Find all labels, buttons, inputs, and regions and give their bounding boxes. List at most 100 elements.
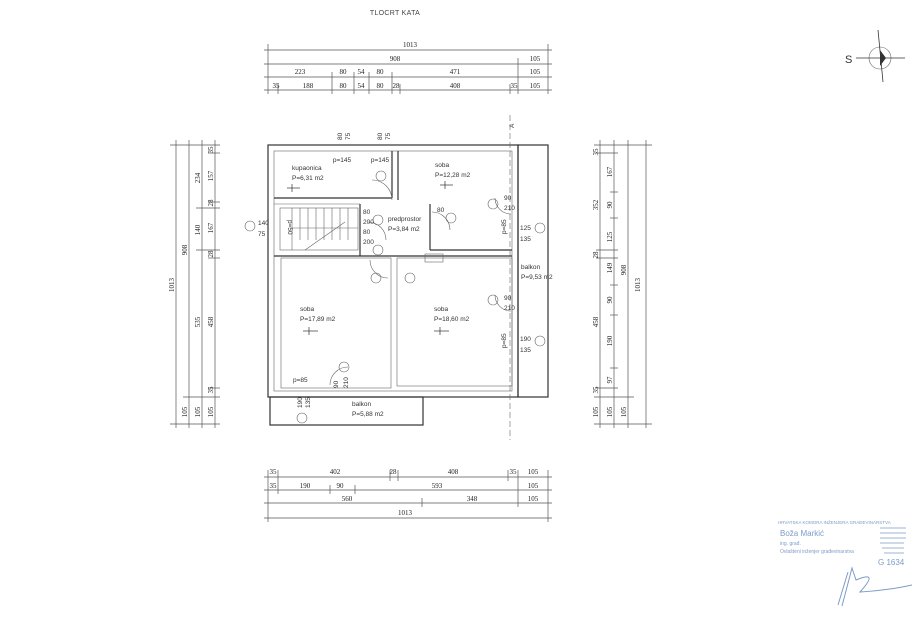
top-dimensions: 1013 908 105 223 80 54 80 471 105 35 188…: [264, 41, 552, 94]
door-label: 200: [363, 219, 374, 226]
bottom-dimensions: 35 402 28 408 35 105 35 190 90 593 105 5…: [264, 468, 552, 522]
dim-label: 140: [194, 224, 202, 235]
dim-label: 190: [300, 482, 311, 490]
right-dimensions: 35 352 28 458 35 105 167 90 125 149 90 1…: [592, 140, 652, 428]
dim-label: 90: [606, 296, 614, 304]
dim-label: 35: [510, 468, 518, 476]
dim-label: 90: [337, 482, 345, 490]
staircase: [279, 207, 359, 251]
dim-label: 908: [181, 244, 189, 255]
signature: [837, 566, 913, 607]
room-name: kupaonica: [292, 165, 322, 172]
drawing-title: TLOCRT KATA: [370, 10, 420, 17]
dim-label: 35: [270, 482, 278, 490]
window-label: 75: [345, 132, 352, 140]
window-label: p=85: [293, 377, 308, 384]
dim-label: 90: [606, 201, 614, 209]
dim-label: 80: [340, 68, 348, 76]
door-label: 80: [437, 207, 445, 214]
window-label: 190: [520, 336, 531, 343]
level-marker-icon: [287, 181, 453, 335]
window-label: 80: [337, 132, 344, 140]
dim-label: 54: [358, 68, 366, 76]
room-area: P=9,53 m2: [521, 274, 553, 281]
dim-label: 105: [592, 406, 600, 417]
dim-label: 167: [207, 222, 215, 233]
dim-label: 105: [606, 406, 614, 417]
dim-label: 28: [207, 250, 215, 258]
dim-label: 105: [530, 82, 541, 90]
dim-label: 80: [377, 68, 385, 76]
window-label: 135: [520, 236, 531, 243]
dim-label: 105: [194, 406, 202, 417]
room-name: soba: [435, 162, 449, 169]
dim-label: 188: [303, 82, 314, 90]
dim-label: 105: [530, 68, 541, 76]
dim-label: 35: [592, 386, 600, 394]
room-name: soba: [434, 306, 448, 313]
engineer-stamp: HRVATSKA KOMORA INŽENJERA GRAĐEVINARSTVA…: [778, 518, 913, 607]
dim-label: 352: [592, 199, 600, 210]
room-name: balkon: [521, 264, 541, 271]
section-marker: A: [509, 123, 516, 128]
dim-label: 535: [194, 316, 202, 327]
dim-label: 190: [606, 335, 614, 346]
door-label: 200: [363, 239, 374, 246]
dim-label: 80: [340, 82, 348, 90]
stamp-number: G 1634: [878, 558, 905, 567]
door-label: 80: [363, 209, 371, 216]
dim-label: 28: [393, 82, 401, 90]
stamp-header: HRVATSKA KOMORA INŽENJERA GRAĐEVINARSTVA: [778, 518, 891, 525]
dim-label: 458: [207, 316, 215, 327]
dim-label: 408: [450, 82, 461, 90]
room-area: P=5,88 m2: [352, 411, 384, 418]
window-label: 135: [520, 347, 531, 354]
dim-label: 97: [606, 376, 614, 384]
dim-label: 1013: [168, 278, 176, 293]
opening-labels: p=145 p=145 80 75 80 75 140 75 p=50 80 2…: [258, 123, 531, 408]
dim-label: 105: [181, 406, 189, 417]
stamp-name: Boža Markić: [780, 529, 824, 538]
room-area: P=6,31 m2: [292, 175, 324, 182]
window-label: 135: [305, 397, 312, 408]
dim-label: 105: [207, 406, 215, 417]
window-label: 140: [258, 220, 269, 227]
dim-label: 80: [377, 82, 385, 90]
door-label: 90: [504, 195, 512, 202]
compass-label: S: [845, 54, 852, 66]
door-label: 210: [504, 205, 515, 212]
window-label: 80: [377, 132, 384, 140]
left-dimensions: 1013 908 105 234 140 535 105 35 157 28 1…: [168, 140, 220, 428]
dim-label: 1013: [398, 509, 413, 517]
door-label: 80: [363, 229, 371, 236]
dim-label: 105: [528, 482, 539, 490]
dim-label: 234: [194, 172, 202, 183]
dim-label: 54: [358, 82, 366, 90]
door-label: 210: [504, 305, 515, 312]
door-label: 90: [333, 380, 340, 388]
stamp-emblem-icon: [880, 527, 906, 554]
window-label: 125: [520, 225, 531, 232]
dim-label: 560: [342, 495, 353, 503]
dim-label: 35: [592, 148, 600, 156]
window-label: p=145: [371, 157, 390, 164]
dim-label: 458: [592, 316, 600, 327]
north-compass-icon: S: [845, 29, 905, 83]
dim-label: 1013: [634, 278, 642, 293]
dim-label: 125: [606, 231, 614, 242]
dim-label: 105: [528, 468, 539, 476]
dim-label: 35: [270, 468, 278, 476]
dim-label: 593: [432, 482, 443, 490]
room-area: P=18,60 m2: [434, 316, 470, 323]
dim-label: 28: [207, 199, 215, 207]
dim-label: 149: [606, 262, 614, 273]
stamp-role: Ovlašteni inženjer građevinarstva: [780, 549, 854, 555]
dim-label: 105: [530, 55, 541, 63]
window-label: p=50: [286, 220, 293, 235]
dim-label: 35: [207, 386, 215, 394]
dim-label: 908: [390, 55, 401, 63]
building-walls: [267, 144, 549, 426]
dim-label: 167: [606, 166, 614, 177]
dim-label: 105: [620, 406, 628, 417]
